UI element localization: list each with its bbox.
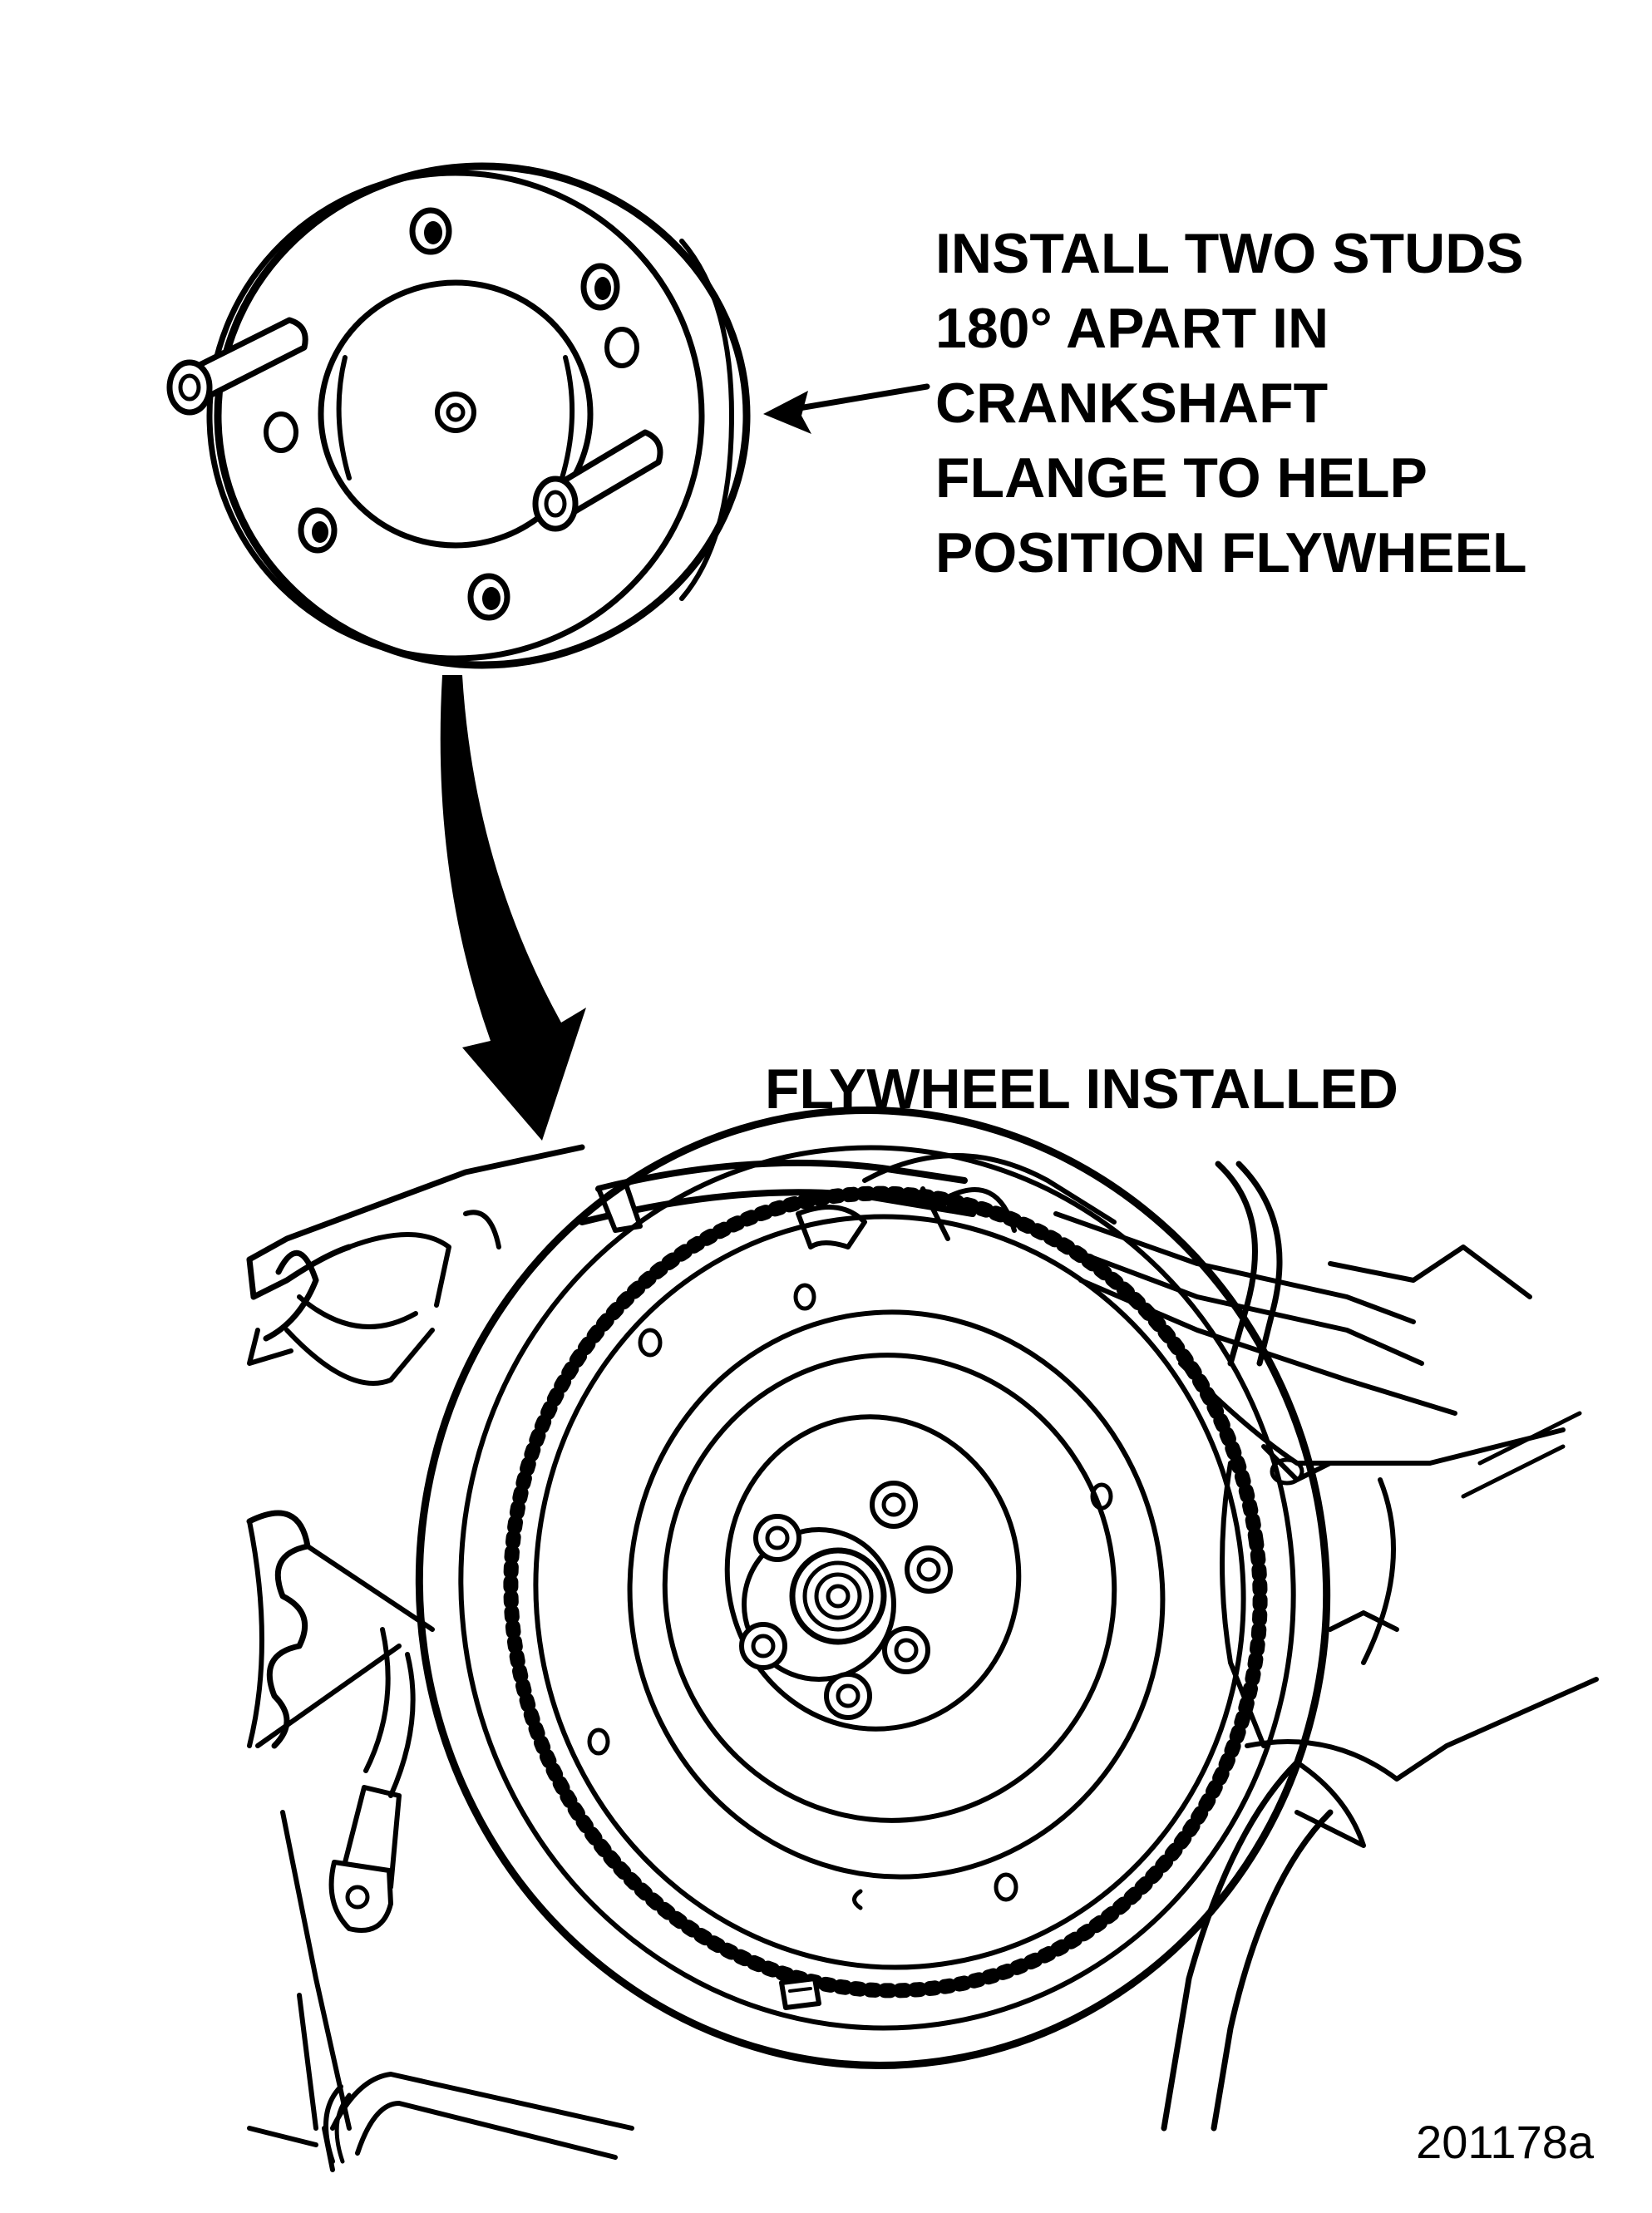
flywheel-hub-bolts bbox=[739, 1481, 953, 1720]
flange-bolt-holes bbox=[264, 207, 639, 621]
callout-line: 180° APART IN bbox=[935, 297, 1329, 360]
callout-line: FLANGE TO HELP bbox=[935, 446, 1428, 510]
callout-line: POSITION FLYWHEEL bbox=[935, 521, 1527, 584]
stud-installation-callout: INSTALL TWO STUDS 180° APART IN CRANKSHA… bbox=[935, 216, 1527, 590]
callout-line: INSTALL TWO STUDS bbox=[935, 222, 1524, 285]
crankshaft-flange bbox=[166, 162, 751, 669]
guide-stud-left bbox=[166, 317, 308, 416]
guide-stud-right bbox=[532, 429, 663, 532]
callout-leader-arrow bbox=[763, 383, 930, 434]
flywheel-installed-label: FLYWHEEL INSTALLED bbox=[765, 1057, 1398, 1121]
flywheel-face-holes bbox=[587, 1283, 1113, 2010]
callout-line: CRANKSHAFT bbox=[935, 372, 1329, 435]
installation-direction-arrow bbox=[440, 675, 586, 1141]
figure-number: 201178a bbox=[1416, 2116, 1594, 2168]
flywheel bbox=[415, 1106, 1331, 2069]
